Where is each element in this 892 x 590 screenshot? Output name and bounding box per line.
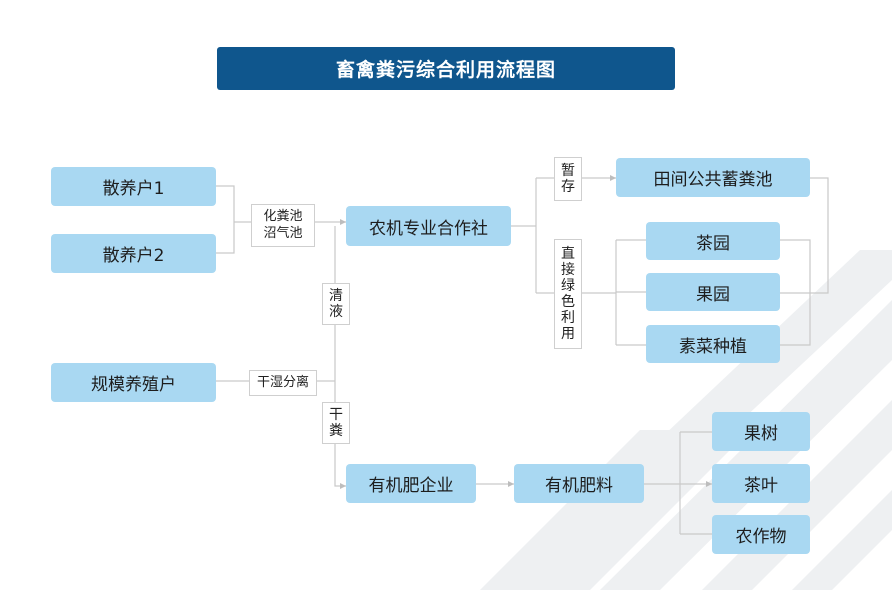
node-farmer-2: 散养户2 [51,234,216,273]
node-vegetable: 素菜种植 [646,325,780,363]
node-tea-leaves: 茶叶 [712,464,810,503]
label-temp-storage: 暂 存 [554,157,582,201]
label-biogas-pool: 沼气池 [263,225,303,241]
label-dry-wet-separation: 干湿分离 [249,370,317,396]
label-dry-manure: 干 粪 [322,402,350,444]
node-crops: 农作物 [712,515,810,554]
label-liquid: 清 液 [322,283,350,325]
node-fertilizer-company: 有机肥企业 [346,464,476,503]
label-direct-green-use: 直 接 绿 色 利 用 [554,239,582,349]
page-title: 畜禽粪污综合利用流程图 [217,47,675,90]
node-farmer-1: 散养户1 [51,167,216,206]
node-fruit-trees: 果树 [712,412,810,451]
label-septic-tank: 化粪池 [263,209,303,225]
node-organic-fertilizer: 有机肥料 [514,464,644,503]
label-biogas-pools: 化粪池 沼气池 [251,204,315,247]
node-storage-pool: 田间公共蓄粪池 [616,158,810,197]
node-orchard: 果园 [646,273,780,311]
node-tea-garden: 茶园 [646,222,780,260]
node-coop: 农机专业合作社 [346,206,511,246]
node-large-farm: 规模养殖户 [51,363,216,402]
